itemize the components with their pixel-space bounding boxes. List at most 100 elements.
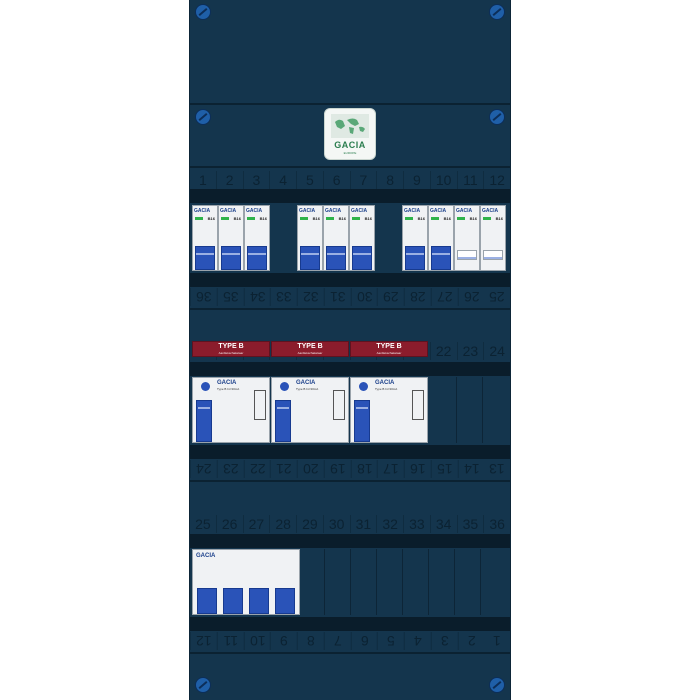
- breaker-handle[interactable]: [326, 246, 346, 270]
- breaker-handle[interactable]: [483, 250, 503, 260]
- slot-number: 6: [350, 632, 378, 650]
- breaker-handle[interactable]: [431, 246, 451, 270]
- breaker-handle[interactable]: [405, 246, 425, 270]
- slot-number: 2: [217, 171, 244, 189]
- switch-pole[interactable]: [249, 588, 269, 614]
- blank-slot-divider: [376, 549, 377, 615]
- slot-number: 31: [351, 515, 378, 533]
- din-rail: [190, 273, 510, 287]
- logo-brand: GACIA: [334, 140, 366, 150]
- blank-slot-divider: [454, 549, 455, 615]
- switch-pole[interactable]: [275, 588, 295, 614]
- globe-icon: [331, 114, 369, 138]
- switch-pole[interactable]: [223, 588, 243, 614]
- slot-number: 31: [323, 288, 351, 306]
- slot-number: 34: [243, 288, 271, 306]
- screw-icon: [195, 4, 211, 20]
- schematic-icon: [333, 390, 345, 420]
- slot-number: 23: [458, 342, 485, 360]
- slot-number: 3: [244, 171, 271, 189]
- breaker-handle[interactable]: [300, 246, 320, 270]
- logo-sub: EUROPE: [343, 151, 357, 155]
- blank-slot-divider: [402, 549, 403, 615]
- slot-number: 30: [324, 515, 351, 533]
- slot-number: 36: [190, 288, 217, 306]
- rcd-lever[interactable]: [354, 400, 370, 442]
- slot-number: 29: [297, 515, 324, 533]
- test-button-icon[interactable]: [201, 382, 210, 391]
- slot-number: 5: [377, 632, 404, 650]
- main-switch[interactable]: GACIA: [192, 549, 300, 615]
- slot-number: 33: [404, 515, 431, 533]
- slot-number: 1: [190, 171, 217, 189]
- slot-number: 7: [351, 171, 378, 189]
- slot-number: 2: [457, 632, 485, 650]
- slot-number: 4: [270, 171, 297, 189]
- slot-number: 28: [404, 288, 431, 306]
- din-rail: [190, 617, 510, 631]
- din-rail: [190, 362, 510, 376]
- slot-number: 10: [243, 632, 271, 650]
- slot-number: 14: [457, 460, 485, 478]
- slot-number: 26: [457, 288, 485, 306]
- din-rail: [190, 189, 510, 203]
- slot-number: 26: [217, 515, 244, 533]
- slot-number: 9: [270, 632, 297, 650]
- slot-number: 34: [431, 515, 458, 533]
- test-button-icon[interactable]: [280, 382, 289, 391]
- divider: [190, 652, 510, 654]
- slot-number: 28: [270, 515, 297, 533]
- slot-number: 32: [377, 515, 404, 533]
- slot-number: 20: [297, 460, 324, 478]
- divider: [190, 103, 510, 105]
- divider: [190, 308, 510, 310]
- blank-slot-divider: [428, 549, 429, 615]
- slot-number: 15: [430, 460, 458, 478]
- slot-number: 21: [270, 460, 297, 478]
- test-button-icon[interactable]: [359, 382, 368, 391]
- slot-number: 11: [216, 632, 244, 650]
- din-rail: [190, 534, 510, 548]
- rcd-lever[interactable]: [275, 400, 291, 442]
- slot-number: 5: [297, 171, 324, 189]
- rcd-lever[interactable]: [196, 400, 212, 442]
- breaker-handle[interactable]: [352, 246, 372, 270]
- slot-number: 25: [489, 289, 505, 305]
- breaker-handle[interactable]: [457, 250, 477, 260]
- slot-number: 24: [489, 343, 505, 359]
- schematic-icon: [412, 390, 424, 420]
- slot-number: 29: [377, 288, 404, 306]
- slot-number: 8: [297, 632, 324, 650]
- breaker-handle[interactable]: [195, 246, 215, 270]
- slot-number: 3: [430, 632, 458, 650]
- brand-logo: GACIA EUROPE: [324, 108, 376, 160]
- screw-icon: [489, 677, 505, 693]
- slot-number: 16: [404, 460, 431, 478]
- breaker-handle[interactable]: [221, 246, 241, 270]
- slot-number: 7: [323, 632, 351, 650]
- switch-pole[interactable]: [197, 588, 217, 614]
- breaker-handle[interactable]: [247, 246, 267, 270]
- slot-number: 24: [190, 460, 217, 478]
- slot-number: 36: [489, 516, 505, 532]
